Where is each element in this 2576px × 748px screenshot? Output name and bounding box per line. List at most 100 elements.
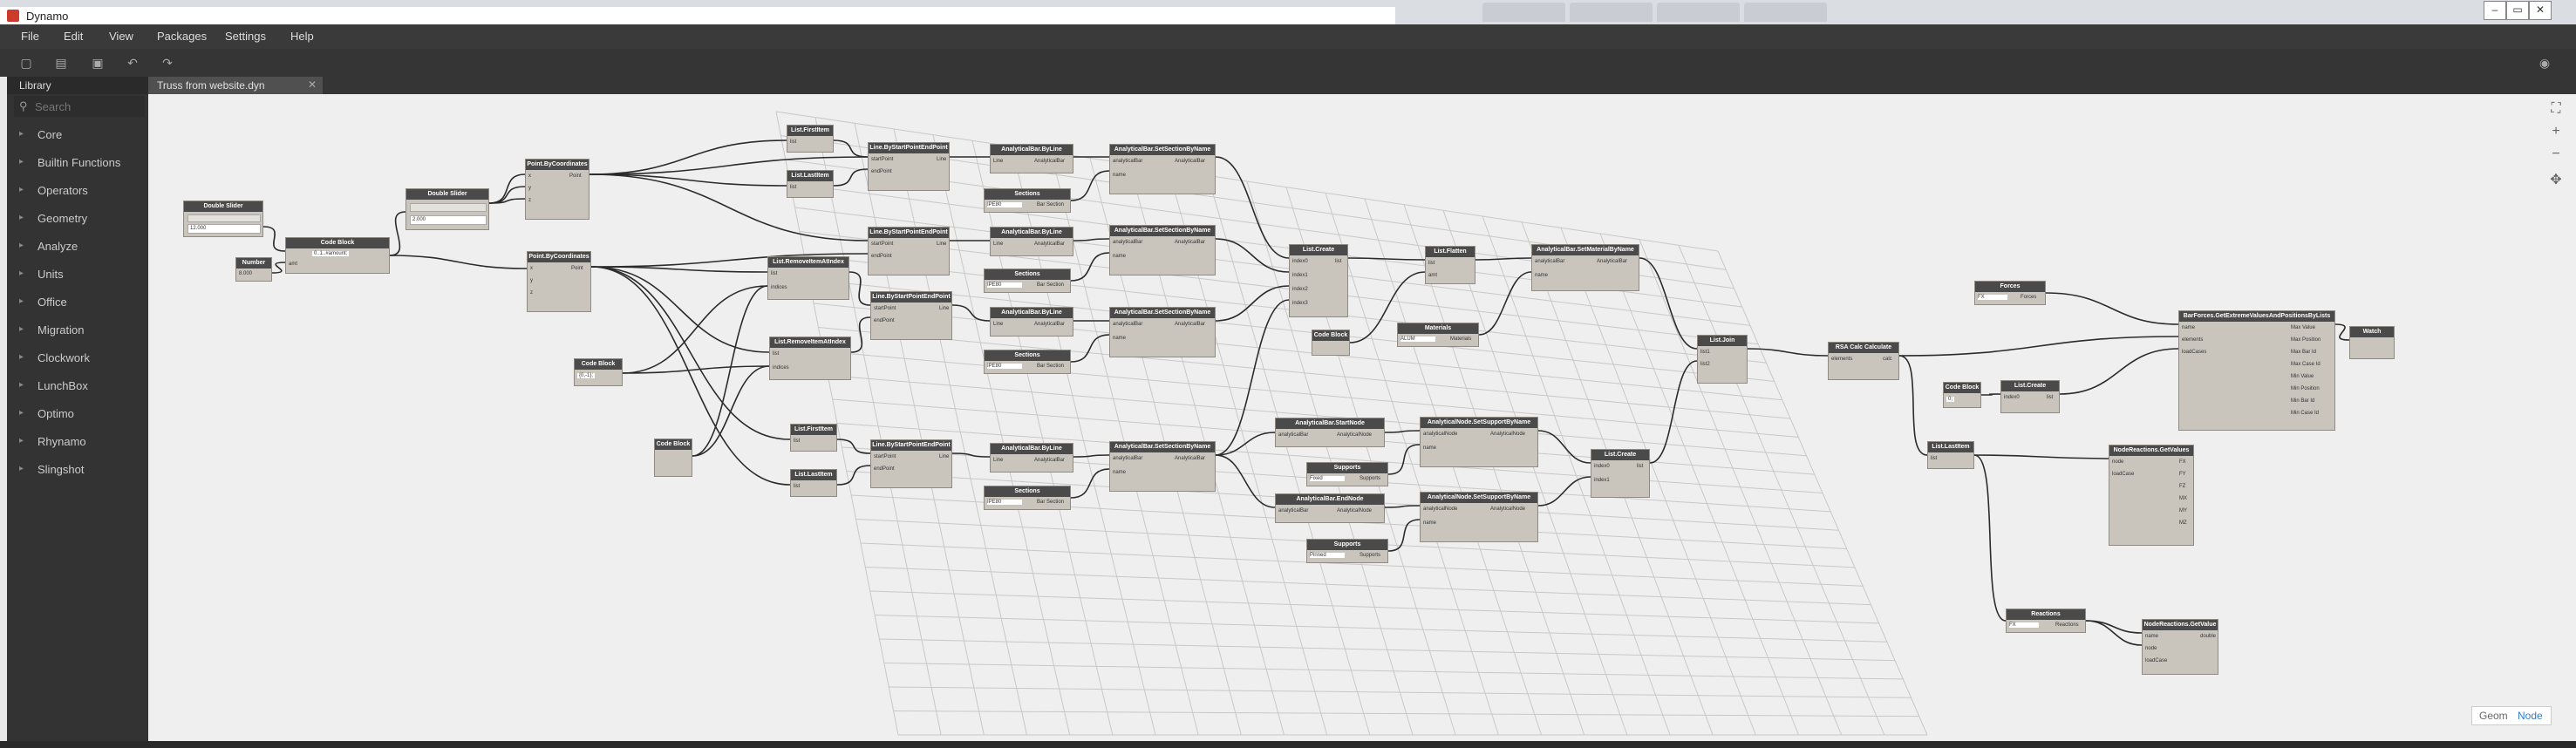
node-sections-2[interactable]: Sections IPE80 Bar Section: [984, 269, 1071, 293]
node-forces[interactable]: Forces FX Forces: [1974, 281, 2046, 305]
node-list-flatten[interactable]: List.Flatten list amt: [1425, 246, 1475, 284]
open-file-icon[interactable]: ▤: [55, 56, 67, 70]
save-icon[interactable]: ▣: [92, 56, 104, 70]
node-sections-3[interactable]: Sections IPE80 Bar Section: [984, 350, 1071, 374]
pan-icon[interactable]: ✥: [2550, 173, 2562, 187]
menu-help[interactable]: Help: [290, 30, 314, 43]
node-line-3[interactable]: Line.ByStartPointEndPoint startPoint end…: [870, 291, 952, 340]
geom-view-button[interactable]: Geom: [2479, 710, 2508, 722]
node-code-block-2[interactable]: Code Block {0,-1};: [574, 358, 623, 386]
node-analytical-bar-by-line-1[interactable]: AnalyticalBar.ByLine Line AnalyticalBar: [990, 144, 1073, 173]
reactions-dropdown[interactable]: FX: [2009, 622, 2039, 628]
redo-icon[interactable]: ↷: [162, 56, 173, 70]
menu-view[interactable]: View: [109, 30, 133, 43]
materials-dropdown[interactable]: ALUM: [1400, 337, 1435, 342]
browser-tab[interactable]: [1570, 3, 1653, 22]
menu-packages[interactable]: Packages: [157, 30, 208, 43]
node-analytical-bar-by-line-4[interactable]: AnalyticalBar.ByLine Line AnalyticalBar: [990, 443, 1073, 473]
maximize-button[interactable]: ▭: [2506, 1, 2529, 20]
node-materials[interactable]: Materials ALUM Materials: [1397, 323, 1479, 347]
node-point-by-coordinates-1[interactable]: Point.ByCoordinates x y z Point: [525, 159, 589, 220]
node-analytical-bar-by-line-3[interactable]: AnalyticalBar.ByLine Line AnalyticalBar: [990, 307, 1073, 337]
node-list-last-item-2[interactable]: List.LastItem list: [790, 469, 837, 497]
library-search-input[interactable]: ⚲ Search: [14, 96, 145, 117]
library-item-slingshot[interactable]: ▸Slingshot: [7, 460, 148, 481]
node-number[interactable]: Number 8.000: [235, 257, 272, 282]
node-analytical-bar-by-line-2[interactable]: AnalyticalBar.ByLine Line AnalyticalBar: [990, 227, 1073, 256]
sections-dropdown[interactable]: IPE80: [987, 202, 1022, 207]
slider-track[interactable]: [410, 203, 487, 212]
node-set-support-by-name-2[interactable]: AnalyticalNode.SetSupportByName analytic…: [1420, 492, 1538, 542]
node-set-section-by-name-2[interactable]: AnalyticalBar.SetSectionByName analytica…: [1109, 225, 1216, 275]
minimize-button[interactable]: –: [2484, 1, 2506, 20]
supports-dropdown[interactable]: Fixed: [1310, 476, 1345, 481]
node-supports-2[interactable]: Supports Pinned Supports: [1306, 539, 1388, 563]
node-code-block-3[interactable]: Code Block: [654, 439, 692, 477]
node-sections-4[interactable]: Sections IPE80 Bar Section: [984, 486, 1071, 510]
node-canvas[interactable]: Double Slider 12.000 Double Slider 2.000…: [148, 94, 2576, 741]
number-value[interactable]: 8.000: [239, 271, 253, 276]
library-item-lunchbox[interactable]: ▸LunchBox: [7, 377, 148, 398]
node-supports-1[interactable]: Supports Fixed Supports: [1306, 462, 1388, 486]
slider-value-field[interactable]: 12.000: [187, 224, 261, 234]
node-set-section-by-name-4[interactable]: AnalyticalBar.SetSectionByName analytica…: [1109, 441, 1216, 492]
node-reactions[interactable]: Reactions FX Reactions: [2006, 609, 2086, 633]
node-list-create-1[interactable]: List.Create index0 index1 index2 index3 …: [1289, 244, 1348, 317]
close-tab-icon[interactable]: ✕: [308, 78, 317, 91]
node-start-node[interactable]: AnalyticalBar.StartNode analyticalBar An…: [1275, 418, 1385, 447]
code-text[interactable]: 0;: [1946, 397, 1955, 402]
library-item-analyze[interactable]: ▸Analyze: [7, 237, 148, 258]
slider-track[interactable]: [187, 214, 261, 222]
node-line-1[interactable]: Line.ByStartPointEndPoint startPoint end…: [868, 142, 950, 191]
undo-icon[interactable]: ↶: [127, 56, 138, 70]
zoom-extents-icon[interactable]: ⛶: [2551, 101, 2561, 116]
code-text[interactable]: 0..1..#amount;: [312, 251, 350, 256]
node-sections-1[interactable]: Sections IPE80 Bar Section: [984, 188, 1071, 213]
browser-tab[interactable]: [1744, 3, 1827, 22]
node-node-reactions-get-value[interactable]: NodeReactions.GetValue name node loadCas…: [2142, 619, 2218, 675]
node-double-slider-1[interactable]: Double Slider 12.000: [183, 201, 263, 237]
node-view-button[interactable]: Node: [2518, 710, 2543, 722]
node-line-2[interactable]: Line.ByStartPointEndPoint startPoint end…: [868, 227, 950, 275]
node-list-remove-item-1[interactable]: List.RemoveItemAtIndex list indices: [767, 256, 849, 300]
node-list-create-3[interactable]: List.Create index0 list: [2000, 380, 2060, 413]
library-item-operators[interactable]: ▸Operators: [7, 181, 148, 202]
node-line-4[interactable]: Line.ByStartPointEndPoint startPoint end…: [870, 439, 952, 488]
node-list-remove-item-2[interactable]: List.RemoveItemAtIndex list indices: [769, 337, 851, 380]
camera-icon[interactable]: ◉: [2539, 56, 2551, 70]
code-text[interactable]: {0,-1};: [577, 373, 596, 378]
library-item-migration[interactable]: ▸Migration: [7, 321, 148, 342]
node-end-node[interactable]: AnalyticalBar.EndNode analyticalBar Anal…: [1275, 493, 1385, 523]
sections-dropdown[interactable]: IPE80: [987, 364, 1022, 369]
workspace-tab[interactable]: Truss from website.dyn ✕: [148, 77, 323, 94]
slider-value-field[interactable]: 2.000: [410, 215, 487, 225]
library-item-rhynamo[interactable]: ▸Rhynamo: [7, 432, 148, 453]
node-code-block-4[interactable]: Code Block: [1312, 330, 1350, 356]
node-code-block-5[interactable]: Code Block 0;: [1943, 382, 1981, 408]
library-item-units[interactable]: ▸Units: [7, 265, 148, 286]
node-list-create-2[interactable]: List.Create index0 index1 list: [1591, 449, 1650, 498]
close-button[interactable]: ✕: [2529, 1, 2552, 20]
new-file-icon[interactable]: ▢: [20, 56, 32, 70]
library-item-core[interactable]: ▸Core: [7, 126, 148, 146]
library-item-geometry[interactable]: ▸Geometry: [7, 209, 148, 230]
node-point-by-coordinates-2[interactable]: Point.ByCoordinates x y z Point: [527, 251, 591, 312]
library-item-clockwork[interactable]: ▸Clockwork: [7, 349, 148, 370]
node-list-first-item-1[interactable]: List.FirstItem list: [787, 125, 834, 153]
node-set-support-by-name-1[interactable]: AnalyticalNode.SetSupportByName analytic…: [1420, 417, 1538, 467]
node-set-material-by-name[interactable]: AnalyticalBar.SetMaterialByName analytic…: [1531, 244, 1639, 291]
node-set-section-by-name-1[interactable]: AnalyticalBar.SetSectionByName analytica…: [1109, 144, 1216, 194]
library-item-builtin-functions[interactable]: ▸Builtin Functions: [7, 153, 148, 174]
node-node-reactions-get-values[interactable]: NodeReactions.GetValues node loadCase FX…: [2109, 445, 2194, 546]
node-list-last-item-1[interactable]: List.LastItem list: [787, 170, 834, 198]
node-code-block-1[interactable]: Code Block 0..1..#amount; amt: [285, 237, 390, 274]
menu-settings[interactable]: Settings: [225, 30, 266, 43]
browser-tab[interactable]: [1657, 3, 1740, 22]
node-bar-forces-extremes[interactable]: BarForces.GetExtremeValuesAndPositionsBy…: [2178, 310, 2335, 431]
node-watch[interactable]: Watch: [2349, 326, 2395, 359]
library-item-optimo[interactable]: ▸Optimo: [7, 405, 148, 425]
node-list-last-item-3[interactable]: List.LastItem list: [1927, 441, 1974, 469]
supports-dropdown[interactable]: Pinned: [1310, 553, 1345, 558]
zoom-out-icon[interactable]: −: [2552, 146, 2560, 161]
sections-dropdown[interactable]: IPE80: [987, 282, 1022, 288]
